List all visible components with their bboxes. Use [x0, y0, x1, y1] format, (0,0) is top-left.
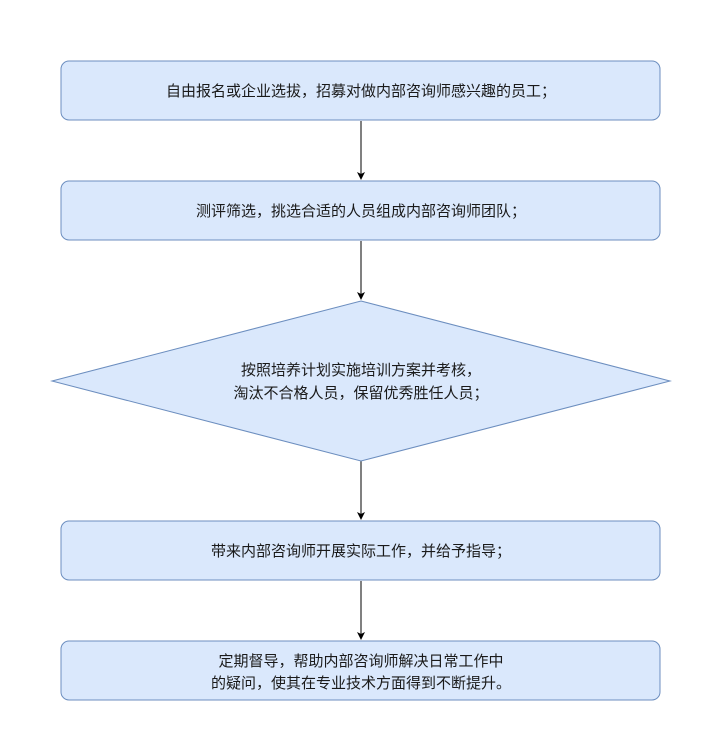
step-train-decision: 按照培养计划实施培训方案并考核， 淘汰不合格人员，保留优秀胜任人员； [50, 300, 672, 462]
process-box [60, 640, 661, 701]
step-screen: 测评筛选，挑选合适的人员组成内部咨询师团队； [60, 180, 661, 241]
process-box [60, 60, 661, 121]
step-text: 带来内部咨询师开展实际工作，并给予指导； [211, 542, 511, 560]
step-text: 定期督导，帮助内部咨询师解决日常工作中 [218, 652, 503, 670]
svg-text:的疑问，使其在专业技术方面得到不断提升。: 的疑问，使其在专业技术方面得到不断提升。 [211, 674, 511, 692]
step-text: 自由报名或企业选拔，招募对做内部咨询师感兴趣的员工； [166, 82, 556, 100]
svg-text:定期督导，帮助内部咨询师解决日常工作中: 定期督导，帮助内部咨询师解决日常工作中 [218, 652, 503, 670]
step-text: 淘汰不合格人员，保留优秀胜任人员； [233, 384, 488, 402]
step-recruit: 自由报名或企业选拔，招募对做内部咨询师感兴趣的员工； [60, 60, 661, 121]
step-text: 按照培养计划实施培训方案并考核， [241, 361, 481, 379]
step-supervise: 定期督导，帮助内部咨询师解决日常工作中 的疑问，使其在专业技术方面得到不断提升。 [60, 640, 661, 701]
svg-text:淘汰不合格人员，保留优秀胜任人员；: 淘汰不合格人员，保留优秀胜任人员； [233, 384, 488, 402]
process-box [60, 180, 661, 241]
svg-text:自由报名或企业选拔，招募对做内部咨询师感兴趣的员工；: 自由报名或企业选拔，招募对做内部咨询师感兴趣的员工； [166, 82, 556, 100]
svg-text:测评筛选，挑选合适的人员组成内部咨询师团队；: 测评筛选，挑选合适的人员组成内部咨询师团队； [196, 202, 526, 220]
svg-text:带来内部咨询师开展实际工作，并给予指导；: 带来内部咨询师开展实际工作，并给予指导； [211, 542, 511, 560]
svg-text:按照培养计划实施培训方案并考核，: 按照培养计划实施培训方案并考核， [241, 361, 481, 379]
step-practice: 带来内部咨询师开展实际工作，并给予指导； [60, 520, 661, 581]
step-text: 测评筛选，挑选合适的人员组成内部咨询师团队； [196, 202, 526, 220]
process-box [60, 520, 661, 581]
step-text: 的疑问，使其在专业技术方面得到不断提升。 [211, 674, 511, 692]
decision-diamond [50, 300, 672, 462]
